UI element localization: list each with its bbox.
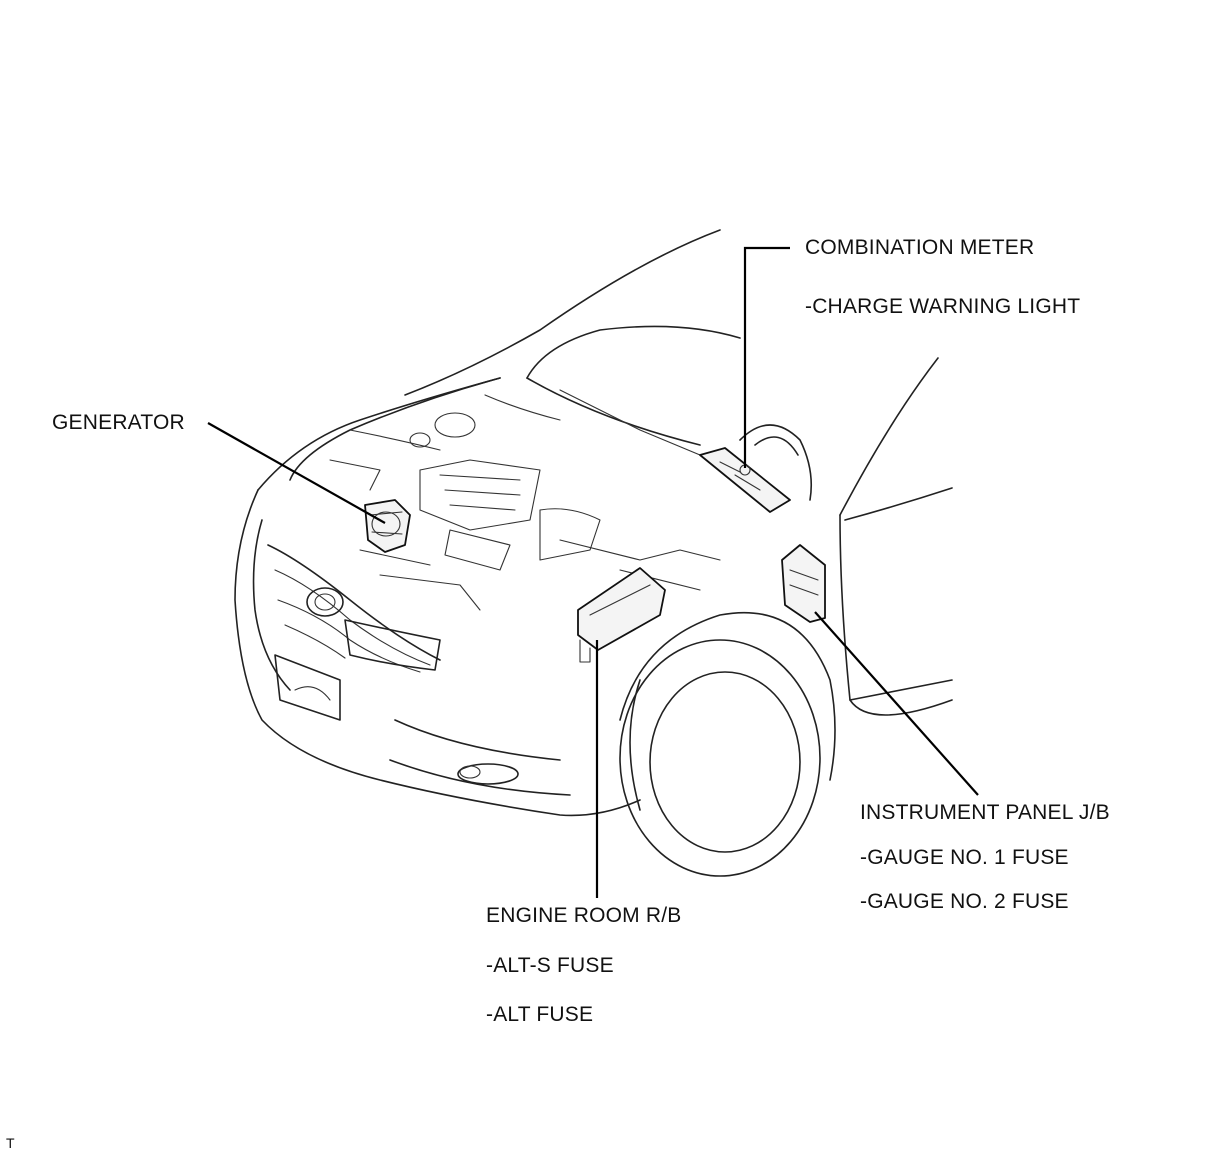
- generator-leader: [207, 422, 386, 524]
- combination-meter-component: [699, 447, 791, 513]
- instrument-panel-jb-label: INSTRUMENT PANEL J/B: [860, 801, 1110, 824]
- leader-lines: [207, 246, 979, 898]
- hood: [289, 229, 741, 481]
- engine-room-rb-label: ENGINE ROOM R/B: [486, 904, 682, 927]
- alt-s-fuse-label: -ALT-S FUSE: [486, 954, 614, 977]
- engine-bay: [329, 389, 721, 611]
- combination-meter-leader: [743, 246, 790, 468]
- combination-meter-label: COMBINATION METER: [805, 236, 1035, 259]
- car-body: [234, 357, 953, 877]
- generator-component: [364, 499, 411, 553]
- corner-mark: T: [6, 1135, 15, 1151]
- instrument-panel-jb-leader: [814, 611, 979, 796]
- generator-label: GENERATOR: [52, 411, 185, 434]
- alt-fuse-label: -ALT FUSE: [486, 1003, 594, 1026]
- charge-warning-light-label: -CHARGE WARNING LIGHT: [805, 295, 1081, 318]
- instrument-panel-jb-component: [781, 544, 826, 623]
- gauge-no1-fuse-label: -GAUGE NO. 1 FUSE: [860, 846, 1069, 869]
- gauge-no2-fuse-label: -GAUGE NO. 2 FUSE: [860, 890, 1069, 913]
- engine-room-rb-component: [577, 567, 666, 663]
